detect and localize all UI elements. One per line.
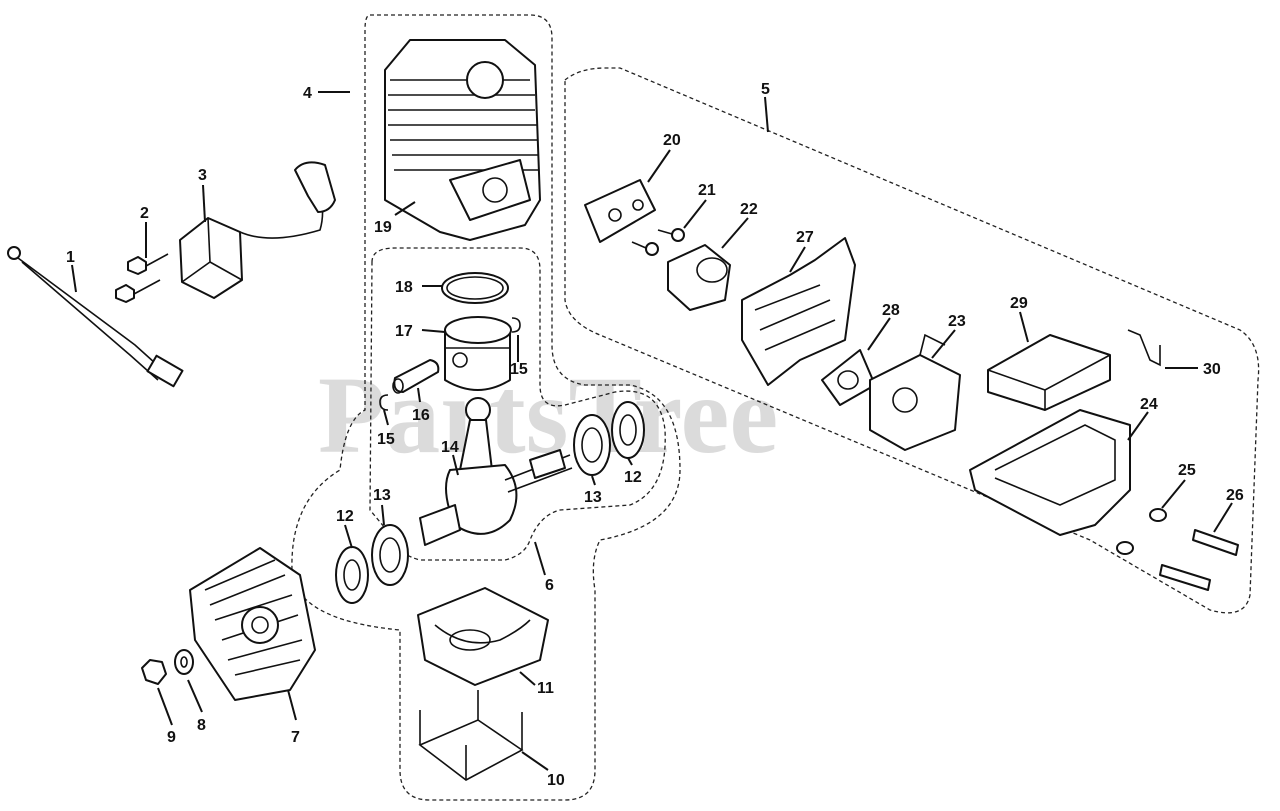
crankcase [417, 587, 549, 686]
ignition-bolts [115, 253, 169, 303]
group-outline-cylinder [291, 14, 681, 801]
callout-12b: 12 [624, 469, 642, 486]
callout-13a: 13 [373, 487, 391, 504]
air-box [969, 409, 1131, 536]
callout-17: 17 [395, 323, 413, 340]
callout-3: 3 [198, 167, 207, 184]
air-box-bolts [1159, 529, 1239, 591]
callout-7: 7 [291, 729, 300, 746]
carburetor [869, 333, 961, 451]
piston-pin-clip-2 [379, 394, 389, 411]
callout-11: 11 [537, 680, 554, 697]
callout-27: 27 [796, 229, 814, 246]
group-outline-crankshaft [369, 247, 666, 561]
flywheel [189, 547, 316, 701]
air-box-washer-2 [1116, 541, 1134, 555]
leader-lines [71, 91, 1233, 771]
callout-8: 8 [197, 717, 206, 734]
callout-25: 25 [1178, 462, 1196, 479]
callout-15a: 15 [510, 361, 528, 378]
crankshaft-bearing-left [371, 524, 409, 586]
piston-pin [392, 359, 440, 394]
intake-manifold [667, 244, 731, 311]
callout-29: 29 [1010, 295, 1028, 312]
piston-pin-clip [511, 317, 521, 333]
crankshaft-bearing-right [573, 414, 611, 476]
callout-9: 9 [167, 729, 176, 746]
intake-screws [631, 228, 685, 256]
callout-5: 5 [761, 81, 770, 98]
callout-15b: 15 [377, 431, 395, 448]
crankshaft [419, 397, 573, 546]
callout-12a: 12 [336, 508, 354, 525]
callout-20: 20 [663, 132, 681, 149]
callout-30: 30 [1203, 361, 1221, 378]
callout-24: 24 [1140, 396, 1158, 413]
wire-harness [7, 246, 184, 388]
choke-rod [1127, 329, 1161, 367]
callout-26: 26 [1226, 487, 1244, 504]
piston [444, 316, 512, 391]
callout-16: 16 [412, 407, 430, 424]
heat-shield [741, 237, 856, 386]
crankshaft-seal-right [611, 401, 645, 459]
group-outline-carburetor [564, 67, 1260, 614]
callout-2: 2 [140, 205, 149, 222]
flywheel-washer [174, 649, 194, 675]
callout-10: 10 [547, 772, 565, 789]
callout-18: 18 [395, 279, 413, 296]
cylinder [384, 39, 541, 241]
callout-23: 23 [948, 313, 966, 330]
callout-4: 4 [303, 85, 312, 102]
air-box-washer [1149, 508, 1167, 522]
callout-21: 21 [698, 182, 716, 199]
callout-19: 19 [374, 219, 392, 236]
piston-ring [441, 272, 509, 304]
carburetor-gasket [821, 349, 876, 406]
ignition-coil [179, 161, 336, 299]
flywheel-nut [141, 659, 167, 685]
crankshaft-seal-left [335, 546, 369, 604]
callout-22: 22 [740, 201, 758, 218]
callout-13b: 13 [584, 489, 602, 506]
air-filter [987, 334, 1111, 411]
callout-14: 14 [441, 439, 459, 456]
crankcase-studs [418, 690, 524, 781]
callout-28: 28 [882, 302, 900, 319]
callout-1: 1 [66, 249, 75, 266]
callout-6: 6 [545, 577, 554, 594]
